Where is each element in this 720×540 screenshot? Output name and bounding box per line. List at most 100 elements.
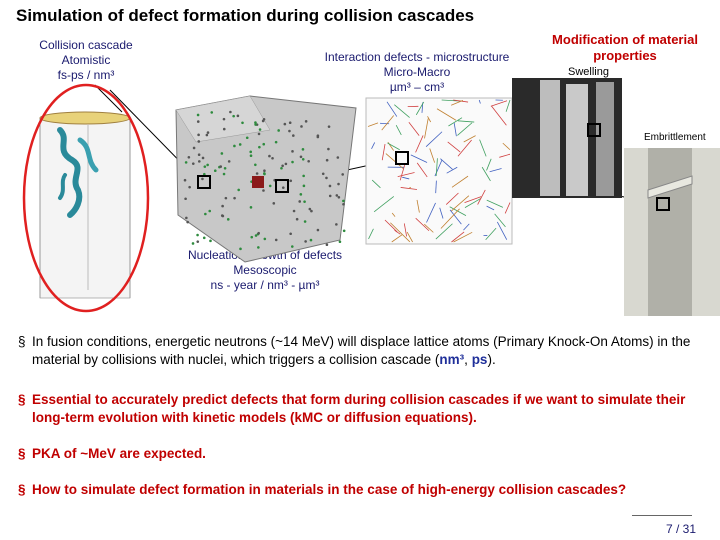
particle-dot <box>322 172 325 175</box>
particle-dot <box>256 172 259 175</box>
particle-dot <box>310 239 313 242</box>
particle-dot <box>291 245 294 248</box>
particle-dot <box>227 218 230 221</box>
particle-dot <box>204 165 207 168</box>
particle-dot <box>237 189 240 192</box>
particle-dot <box>342 203 345 206</box>
particle-dot <box>206 164 209 167</box>
particle-dot <box>337 183 340 186</box>
particle-dot <box>284 123 287 126</box>
particle-dot <box>186 221 189 224</box>
bullet-highlight: ps <box>472 352 488 367</box>
particle-dot <box>262 120 265 123</box>
particle-dot <box>196 234 199 237</box>
cascade-simulation-image <box>40 112 130 298</box>
particle-dot <box>285 163 288 166</box>
particle-dot <box>309 208 312 211</box>
particle-dot <box>302 158 305 161</box>
particle-dot <box>239 143 242 146</box>
diagram-graphics <box>0 0 720 320</box>
particle-dot <box>223 128 226 131</box>
particle-dot <box>250 206 253 209</box>
bullet-mark: § <box>18 481 26 499</box>
particle-dot <box>275 239 278 242</box>
particle-dot <box>257 232 260 235</box>
particle-dot <box>258 133 261 136</box>
page-number: 7 / 31 <box>666 522 696 536</box>
particle-dot <box>197 134 200 137</box>
particle-dot <box>259 128 262 131</box>
particle-dot <box>300 125 303 128</box>
particle-dot <box>303 185 306 188</box>
particle-dot <box>185 217 188 220</box>
particle-dot <box>326 159 329 162</box>
particle-dot <box>328 125 331 128</box>
particle-dot <box>302 148 305 151</box>
bullet-text: Essential to accurately predict defects … <box>32 392 685 425</box>
particle-dot <box>228 160 231 163</box>
bullet-mark: § <box>18 445 26 463</box>
particle-dot <box>196 240 199 243</box>
particle-dot <box>221 214 224 217</box>
dislocation-mesh-image <box>366 98 512 244</box>
particle-dot <box>339 240 342 243</box>
particle-dot <box>229 111 232 114</box>
bullet-mark: § <box>18 333 26 351</box>
particle-dot <box>342 200 345 203</box>
particle-dot <box>262 189 265 192</box>
bullet-text: In fusion conditions, energetic neutrons… <box>32 334 690 367</box>
particle-dot <box>277 129 280 132</box>
particle-dot <box>184 179 187 182</box>
particle-dot <box>298 200 301 203</box>
particle-dot <box>317 229 320 232</box>
particle-dot <box>280 167 283 170</box>
particle-dot <box>210 111 213 114</box>
bullet-text: How to simulate defect formation in mate… <box>32 482 626 497</box>
particle-dot <box>185 161 188 164</box>
bullet-item: § PKA of ~MeV are expected. <box>18 445 708 463</box>
particle-dot <box>305 120 308 123</box>
particle-dot <box>223 173 226 176</box>
particle-dot <box>268 155 271 158</box>
bullet-item: § How to simulate defect formation in ma… <box>18 481 708 499</box>
particle-dot <box>341 173 344 176</box>
particle-dot <box>204 213 207 216</box>
particle-dot <box>188 156 191 159</box>
particle-dot <box>289 179 292 182</box>
swelling-label: Swelling <box>568 66 609 78</box>
particle-dot <box>221 152 224 155</box>
particle-dot <box>202 157 205 160</box>
particle-dot <box>254 121 257 124</box>
particle-dot <box>254 164 257 167</box>
bullet-item: § Essential to accurately predict defect… <box>18 391 708 427</box>
particle-dot <box>289 121 292 124</box>
particle-dot <box>310 210 313 213</box>
particle-dot <box>221 205 224 208</box>
bullet-mark: § <box>18 391 26 409</box>
particle-dot <box>304 240 307 243</box>
page-divider <box>632 515 692 516</box>
particle-dot <box>224 167 227 170</box>
particle-dot <box>239 248 242 251</box>
particle-dot <box>272 202 275 205</box>
bullet-highlight: nm³ <box>439 352 464 367</box>
particle-dot <box>255 234 258 237</box>
particle-dot <box>258 146 261 149</box>
particle-dot <box>198 153 201 156</box>
particle-dot <box>257 246 260 249</box>
particle-dot <box>329 185 332 188</box>
particle-dot <box>208 210 211 213</box>
particle-dot <box>338 196 341 199</box>
particle-dot <box>300 155 303 158</box>
particle-dot <box>263 173 266 176</box>
particle-dot <box>197 114 200 117</box>
particle-dot <box>304 220 307 223</box>
particle-dot <box>233 197 236 200</box>
particle-dot <box>335 223 338 226</box>
particle-dot <box>343 229 346 232</box>
particle-dot <box>337 156 340 159</box>
particle-dot <box>325 177 328 180</box>
particle-dot <box>296 218 299 221</box>
particle-dot <box>184 197 187 200</box>
particle-dot <box>250 236 253 239</box>
